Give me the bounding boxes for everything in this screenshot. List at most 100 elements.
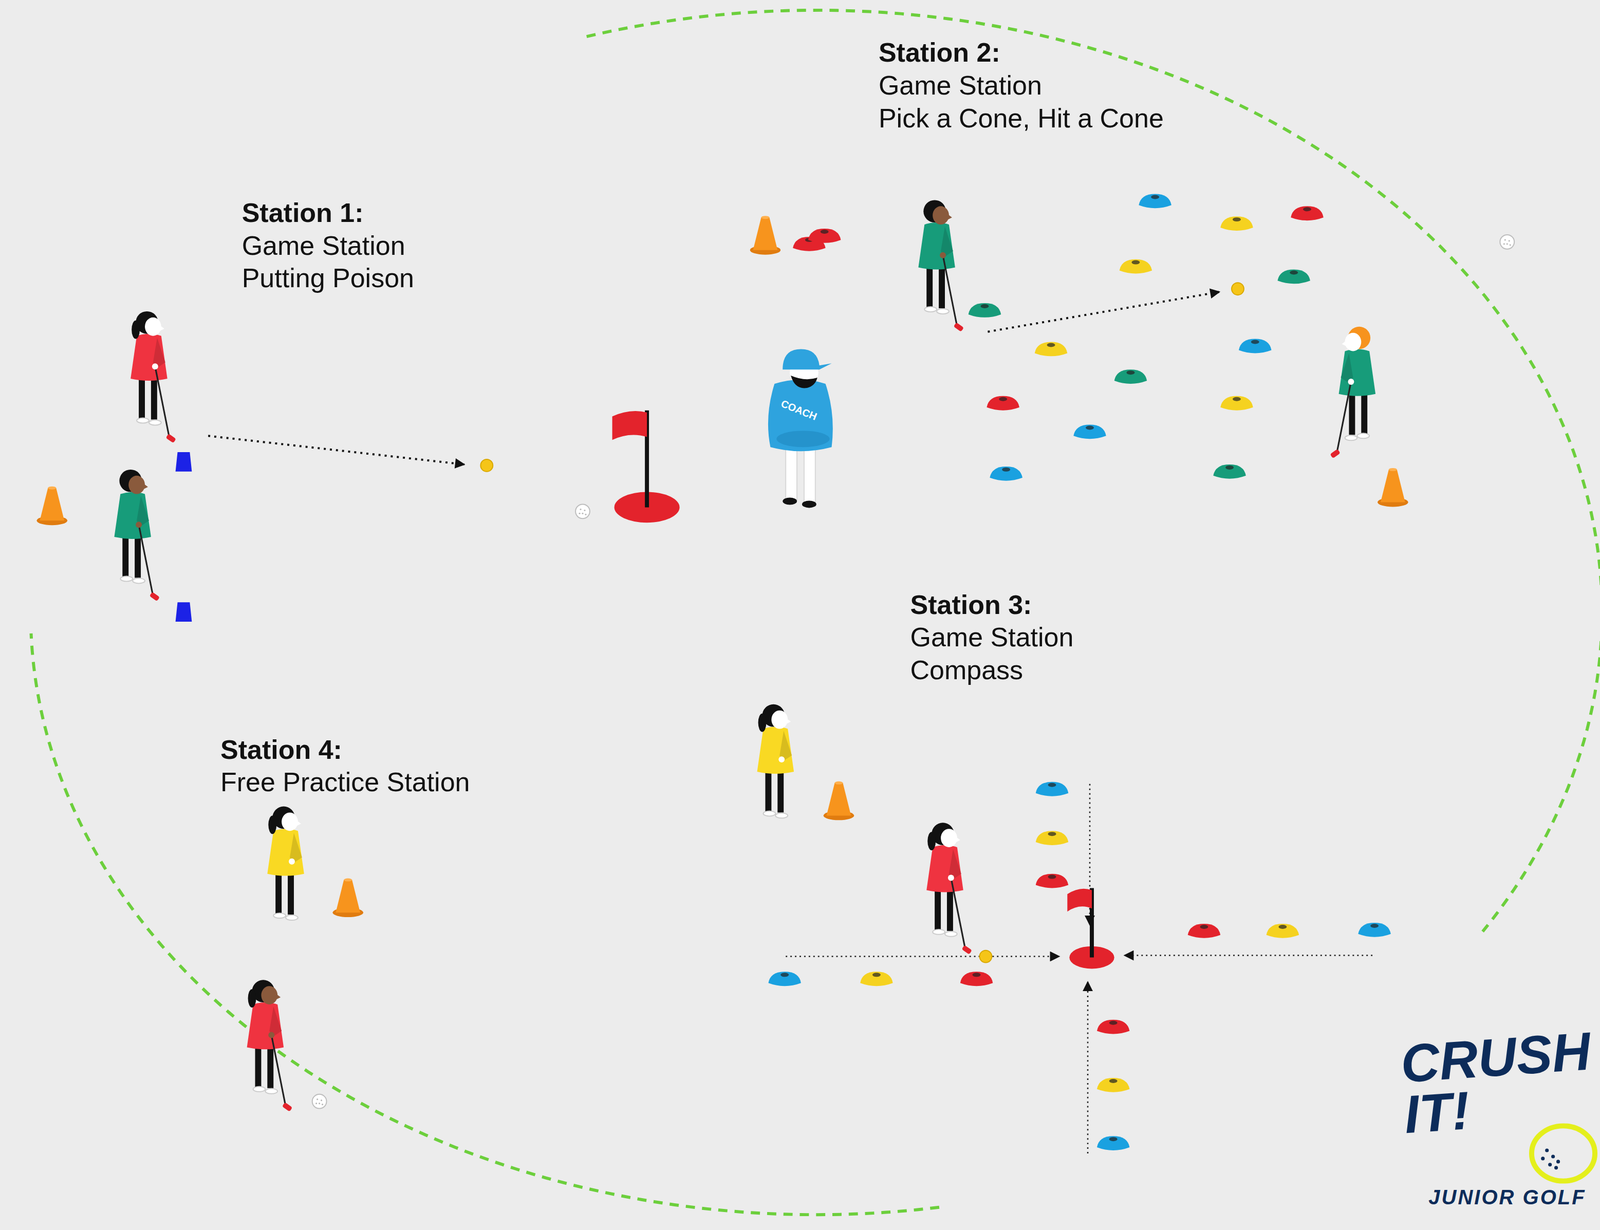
disc-marker [1114,369,1148,384]
disc-marker [1096,1136,1130,1151]
shirt [130,333,167,381]
shirt-text: COACH [779,398,818,422]
putter-head [1329,449,1341,459]
face [771,710,788,730]
disc-marker [1034,342,1068,357]
station-heading: Station 2: [878,36,1001,69]
cone-body [753,217,778,251]
golfer-figure [267,806,304,921]
station-name: Compass [909,654,1023,686]
golf-ball [1499,234,1515,250]
disc-body [1034,342,1068,357]
disc-body [1096,1136,1130,1151]
ball [575,504,590,519]
nose [786,718,791,724]
face [932,206,950,225]
disc-marker [1035,873,1069,889]
ball-dimple [1504,238,1506,241]
ball-dimple [1508,239,1511,242]
ball-dimple [316,1098,319,1101]
coach-arms [776,430,830,448]
putter-shaft [1336,381,1352,454]
ball-dimple [1506,243,1509,245]
disc-body [768,971,802,986]
face [144,317,162,337]
ball [480,459,493,472]
hand [1347,378,1354,385]
disc-body [1213,464,1246,479]
putter-shaft [138,524,154,597]
putt-path-arrow [208,435,464,465]
hand [778,756,785,763]
traffic-cone [1377,468,1409,507]
traffic-cone [823,781,855,821]
disc-hole [1048,831,1057,836]
leg [1348,389,1355,435]
leg [934,885,941,931]
disc-hole [820,229,829,234]
logo-text: CRUSH IT! [1399,1025,1596,1141]
hole-flag [1067,887,1114,969]
putter-head [165,433,177,443]
disc-hole [872,972,881,977]
disc-marker [1238,339,1272,354]
golfer-figure [114,469,160,602]
disc-body [1277,269,1311,284]
disc-body [1096,1019,1130,1035]
leg [938,263,945,309]
coach-shoe [802,500,817,508]
disc-hole [1109,1078,1118,1084]
shoe [936,308,950,314]
disc-body [1220,216,1254,231]
disc-hole [780,972,789,977]
ball [1499,234,1515,250]
shoe [775,812,788,818]
face [281,812,299,831]
disc-body [1138,193,1172,209]
cone-body [826,783,852,816]
station-name: Putting Poison [242,262,415,294]
ball-dimple [579,508,582,511]
nose [296,820,302,826]
shoe [924,306,937,312]
ball-dimple [1503,243,1505,245]
cone-top [343,878,352,882]
logo-dot [1551,1154,1555,1159]
nose [276,994,281,1000]
disc-body [968,303,1002,318]
putter-head [282,1102,293,1112]
disc-marker [1119,259,1153,274]
traffic-cone [332,878,364,918]
station-type: Game Station [909,621,1074,654]
putter-shaft [951,878,966,950]
shoe [253,1086,266,1092]
disc-body [1357,922,1391,938]
shoe [1345,435,1358,441]
disc-marker [968,303,1002,318]
disc-hole [972,972,981,977]
ball [979,950,993,963]
blue-cup [175,602,193,622]
coach-hoodie [768,379,833,452]
disc-hole [1200,924,1209,929]
leg [765,767,772,813]
golfer-figure [247,979,293,1112]
ponytail [248,989,257,1008]
nose [956,836,961,843]
ball-dimple [321,1103,324,1106]
disc-marker [1073,424,1107,439]
golf-ball [575,504,590,519]
disc-marker [989,466,1023,481]
disc-marker [808,228,842,244]
flag [612,411,648,440]
ball-dimple [583,509,586,512]
traffic-cone [750,215,781,255]
ball-dimple [1509,244,1512,246]
disc-body [1114,369,1148,384]
shoe [265,1088,278,1094]
shirt [114,492,151,539]
shoe [944,931,958,937]
leg [151,374,158,420]
coach-shoe [782,497,797,506]
